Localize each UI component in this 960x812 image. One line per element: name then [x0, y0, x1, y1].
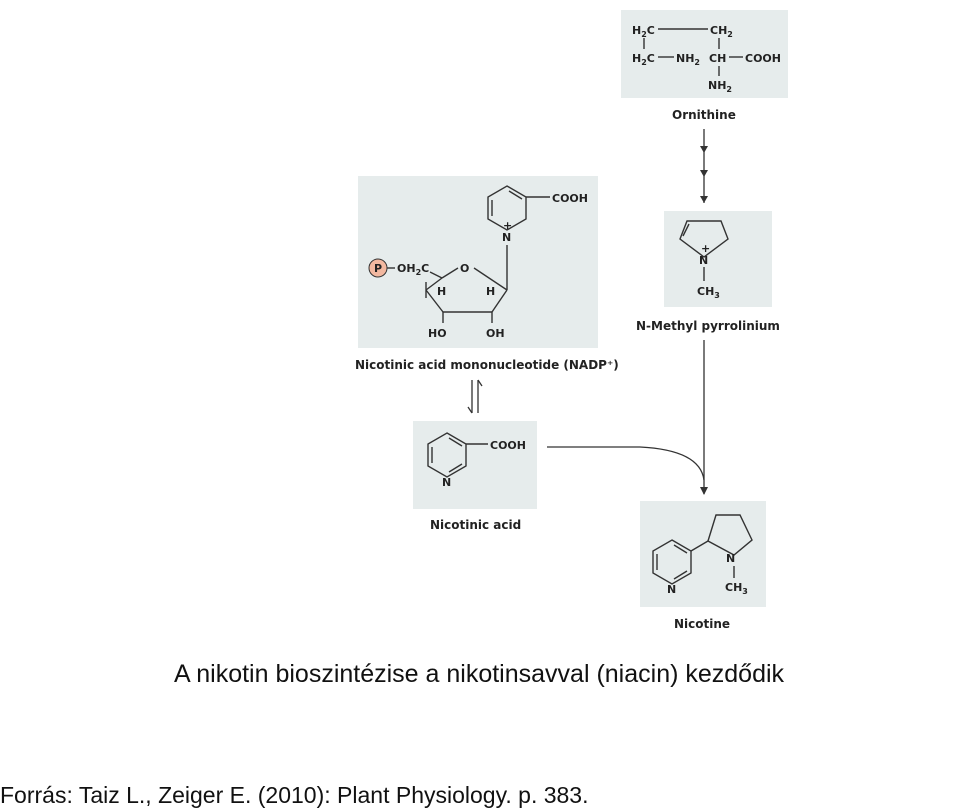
atom-cooh-ornithine: COOH	[745, 52, 781, 65]
namn-panel	[358, 176, 598, 348]
pyrrolinium-panel	[664, 211, 772, 307]
atom-nh2-chain: NH2	[676, 52, 700, 67]
arrow-ornithine-to-pyrrolinium	[700, 129, 708, 203]
atom-n-nicotine-pyridine: N	[667, 583, 676, 596]
ornithine-panel	[621, 10, 788, 98]
atom-ch2-top: CH2	[710, 24, 733, 39]
atom-ch-alpha: CH	[709, 52, 726, 65]
atom-plus-pyrrolinium: +	[701, 242, 710, 255]
atom-ch3-pyrrolinium: CH3	[697, 285, 720, 300]
atom-n-namn: N	[502, 231, 511, 244]
nicotine-structure: N N CH3	[652, 514, 753, 596]
atom-h2c-bottom: H2C	[632, 52, 655, 67]
atom-h-left: H	[437, 285, 446, 298]
atom-h2c-top: H2C	[632, 24, 655, 39]
atom-cooh-nicotinic: COOH	[490, 439, 526, 452]
nicotinic-acid-panel	[413, 421, 537, 509]
figure-caption: A nikotin bioszintézise a nikotinsavval …	[174, 660, 785, 688]
label-nicotine: Nicotine	[674, 617, 730, 631]
label-namn: Nicotinic acid mononucleotide (NADP⁺)	[355, 358, 619, 372]
atom-cooh-namn: COOH	[552, 192, 588, 205]
label-ornithine: Ornithine	[672, 108, 736, 122]
label-nicotinic-acid: Nicotinic acid	[430, 518, 521, 532]
atom-o-ribose: O	[460, 262, 469, 275]
label-pyrrolinium: N-Methyl pyrrolinium	[636, 319, 780, 333]
arrow-pyrrolinium-to-nicotine	[700, 340, 708, 495]
ornithine-structure: H2C CH2 H2C NH2 CH COOH NH2	[632, 24, 781, 94]
atom-plus-namn: +	[503, 219, 512, 232]
arrow-nicotinic-to-nicotine	[547, 446, 705, 481]
nicotinic-acid-structure: COOH N	[427, 432, 526, 489]
atom-oh: OH	[486, 327, 505, 340]
atom-n-nicotinic: N	[442, 476, 451, 489]
atom-ch3-nicotine: CH3	[725, 581, 748, 596]
namn-structure: COOH N + O H H HO OH P OH2C	[368, 185, 588, 340]
atom-ho: HO	[428, 327, 447, 340]
pyrrolinium-structure: N + CH3	[679, 220, 729, 300]
atom-h-right: H	[486, 285, 495, 298]
atom-n-nicotine-pyrrolidine: N	[726, 552, 735, 565]
atom-n-pyrrolinium: N	[699, 254, 708, 267]
atom-oh2c: OH2C	[397, 262, 429, 277]
nicotine-panel	[640, 501, 766, 607]
atom-p: P	[374, 262, 382, 275]
figure-source: Forrás: Taiz L., Zeiger E. (2010): Plant…	[0, 782, 589, 808]
atom-nh2-alpha: NH2	[708, 79, 732, 94]
equilibrium-arrow	[467, 379, 483, 414]
